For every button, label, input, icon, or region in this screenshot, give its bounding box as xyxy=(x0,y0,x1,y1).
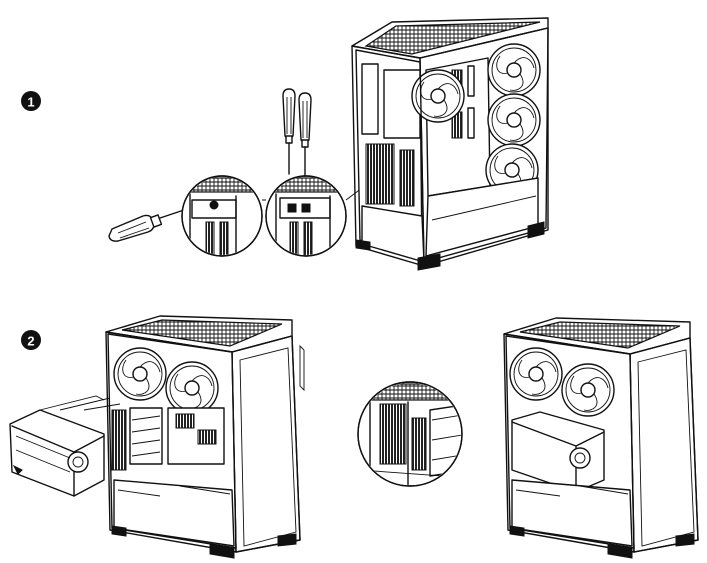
step-2: 2 xyxy=(9,315,699,559)
pc-case-step1 xyxy=(351,17,549,271)
zoom-detail-bracket-screw xyxy=(181,175,263,257)
screwdriver-icon xyxy=(298,92,312,179)
step-2-badge: 2 xyxy=(21,330,41,350)
screw-icon xyxy=(301,203,311,213)
step-1-badge: 1 xyxy=(21,91,41,111)
screw-icon xyxy=(287,203,297,213)
graphics-card xyxy=(9,395,111,497)
step-2-number: 2 xyxy=(27,334,34,349)
step-1-number: 1 xyxy=(27,95,34,110)
screwdriver-icon xyxy=(282,88,296,175)
step-1: 1 xyxy=(21,17,549,271)
zoom-detail-slot-covers xyxy=(265,175,347,257)
zoom-detail-installed-bracket xyxy=(357,381,463,487)
insert-guide xyxy=(83,403,121,411)
pc-case-step2-after xyxy=(503,317,699,559)
pc-case-step2-before xyxy=(105,315,305,559)
screw-icon xyxy=(209,200,219,210)
